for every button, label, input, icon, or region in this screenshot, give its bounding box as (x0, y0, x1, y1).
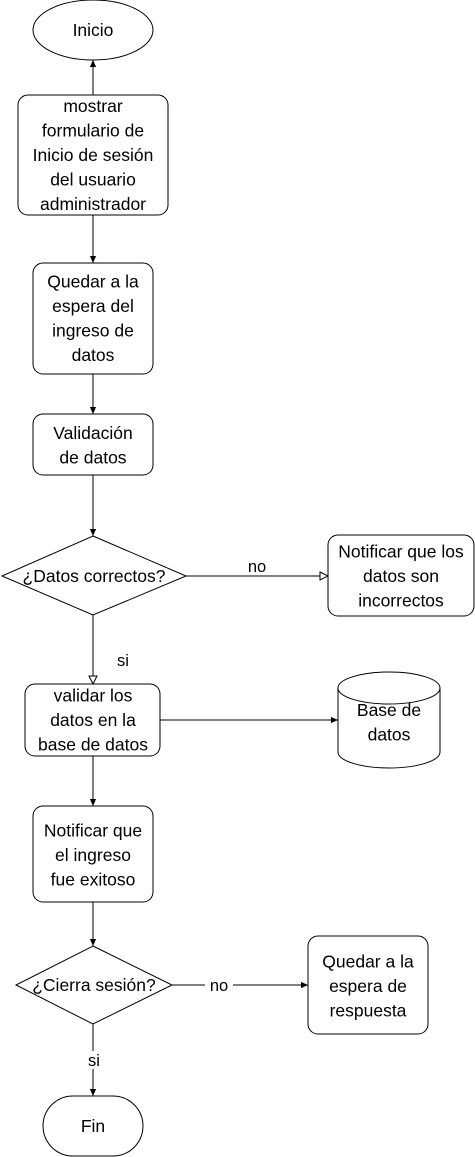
node-quedar-espera-ingreso: Quedar a la espera del ingreso de datos (32, 262, 154, 375)
node-mostrar-formulario: mostrar formulario de Inicio de sesión del … (17, 94, 169, 216)
node-text: ¿Cierra sesión? (32, 975, 156, 995)
node-validacion: Validación de datos (32, 413, 154, 476)
node-text-line: Notificar que los (338, 542, 464, 562)
edge-label-datos-no: no (244, 557, 270, 576)
node-text-line: Quedar a la (47, 271, 139, 291)
node-text-line: datos (368, 724, 411, 744)
edge-label-cierra-no: no (205, 976, 233, 995)
node-text: Fin (81, 1116, 105, 1136)
node-validar-base: validar los datos en la base de datos (24, 683, 161, 757)
node-text-line: base de datos (38, 735, 148, 755)
node-text-line: respuesta (330, 1001, 407, 1021)
node-text: Validación de datos (53, 423, 132, 468)
node-text-line: incorrectos (358, 591, 444, 611)
node-text: validar los datos en la base de datos (38, 686, 148, 755)
node-text: ¿Datos correctos? (23, 566, 166, 586)
node-text-line: espera de (329, 976, 407, 996)
node-text: Notificar que los datos son incorrectos (338, 542, 464, 611)
node-text-line: Inicio de sesión (33, 145, 154, 165)
node-text-line: datos (72, 345, 115, 365)
node-text-line: Quedar a la (322, 952, 414, 972)
node-text-line: ¿Datos correctos? (23, 566, 166, 586)
node-text-line: Notificar que (44, 821, 142, 841)
node-notificar-exitoso: Notificar que el ingreso fue exitoso (32, 805, 154, 903)
edge-label-text: no (210, 977, 228, 995)
node-inicio: Inicio (32, 0, 154, 61)
node-text: mostrar formulario de Inicio de sesión del … (33, 96, 154, 214)
node-text-line: datos en la (50, 710, 136, 730)
edge-label-text: no (248, 558, 266, 576)
node-quedar-espera-respuesta: Quedar a la espera de respuesta (307, 935, 429, 1035)
node-text: Quedar a la espera de respuesta (322, 952, 414, 1021)
node-text-line: de datos (59, 447, 126, 467)
node-text-line: formulario de (42, 121, 144, 141)
node-fin: Fin (42, 1095, 144, 1157)
node-text-line: el ingreso (55, 845, 131, 865)
node-text-line: ¿Cierra sesión? (32, 975, 156, 995)
edge-label-cierra-si: si (83, 1051, 105, 1070)
node-text-line: fue exitoso (51, 870, 136, 890)
node-text-line: Inicio (73, 20, 114, 40)
edge-label-text: si (88, 1052, 100, 1070)
node-text-line: Validación (53, 423, 132, 443)
node-text: Inicio (73, 20, 114, 40)
node-text-line: del usuario (50, 170, 136, 190)
node-text-line: Base de (357, 700, 421, 720)
node-text-line: mostrar (63, 96, 122, 116)
node-text-line: Fin (81, 1116, 105, 1136)
node-text-line: validar los (54, 686, 133, 706)
node-text-line: datos son (363, 566, 439, 586)
edge-label-datos-si: si (112, 651, 134, 670)
node-datos-correctos: ¿Datos correctos? (0, 535, 188, 616)
node-notificar-incorrectos: Notificar que los datos son incorrectos (327, 534, 475, 617)
edge-label-text: si (117, 652, 129, 670)
node-text: Notificar que el ingreso fue exitoso (44, 821, 142, 890)
node-text: Quedar a la espera del ingreso de datos (47, 271, 139, 365)
node-text: Base de datos (357, 700, 421, 745)
node-text-line: ingreso de (52, 320, 134, 340)
node-text-line: administrador (40, 194, 146, 214)
node-text-line: espera del (52, 296, 134, 316)
node-cierra-sesion: ¿Cierra sesión? (14, 945, 174, 1025)
node-base-de-datos: Base de datos (337, 671, 441, 769)
